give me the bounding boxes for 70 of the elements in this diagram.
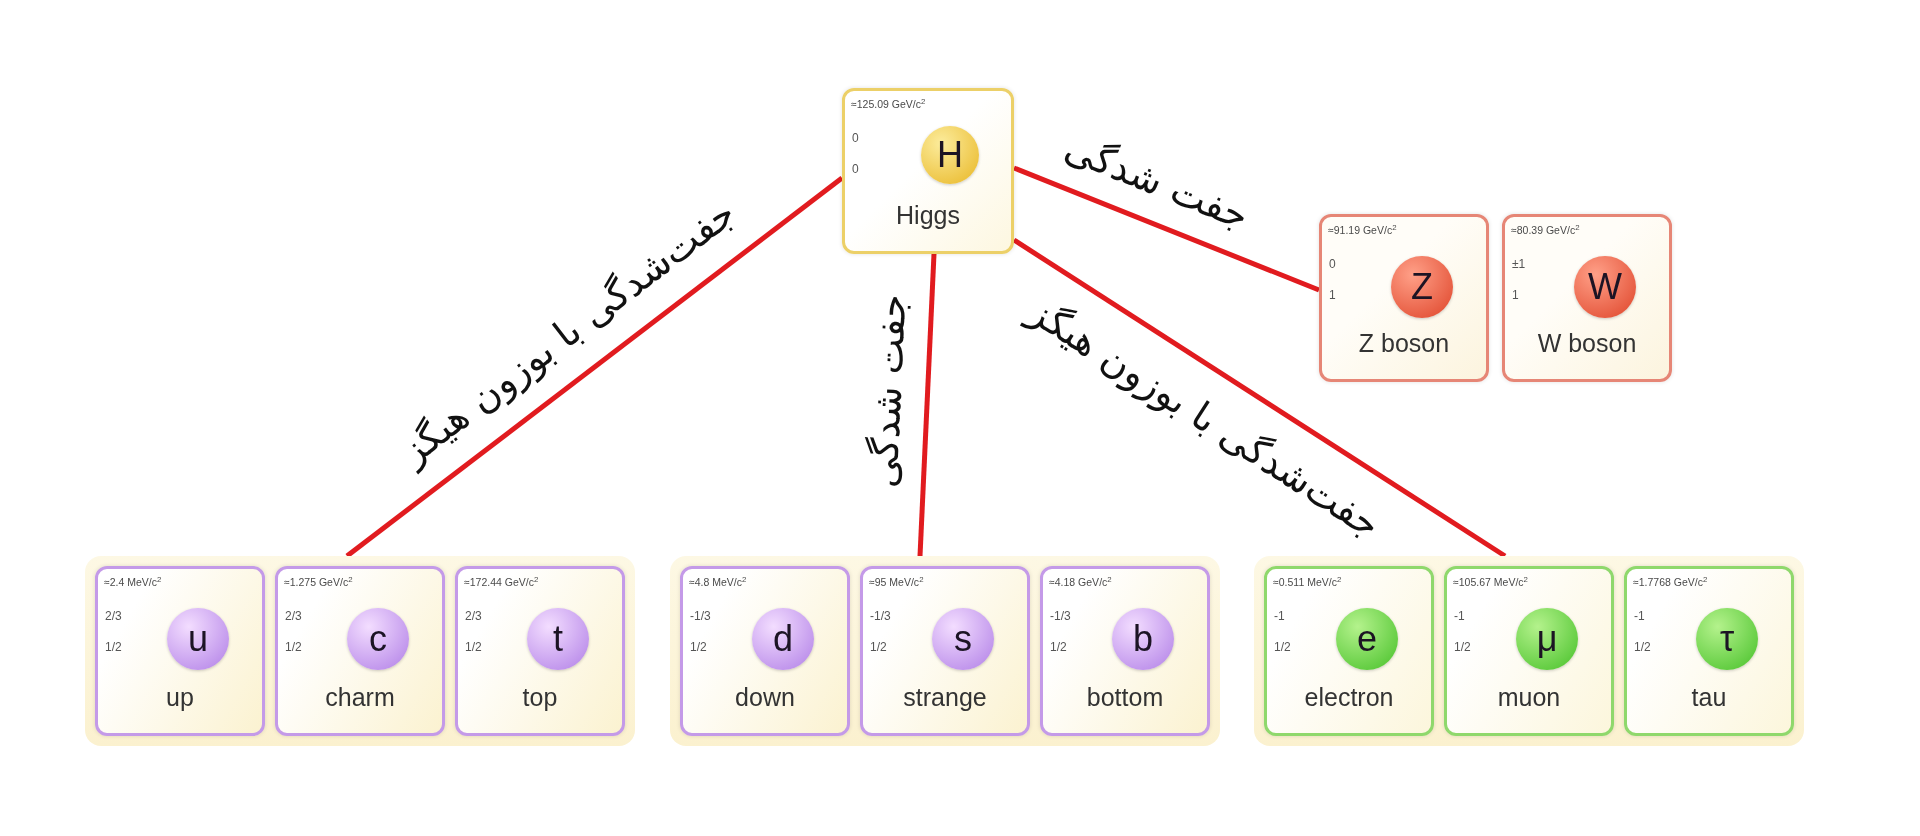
mass-value: ≈2.4 MeV/c$^{2}$ [104,576,162,589]
mass-value: ≈1.275 GeV/c$^{2}$ [284,576,353,589]
group-band [670,556,1220,746]
mass-value: ≈4.18 GeV/c$^{2}$ [1049,576,1112,589]
particle-card [95,566,265,736]
mass-value: ≈80.39 GeV/c$^{2}$ [1511,224,1580,237]
particle-name: charm [324,683,396,711]
particle-card [1444,566,1614,736]
charge-value: ±1 [1512,257,1526,272]
spin-value: 1/2 [1050,640,1068,655]
particle-name: down [734,683,796,711]
particle-name: top [521,683,559,711]
particle-name: W boson [1536,329,1638,357]
particle-name: electron [1303,683,1395,711]
spin-value: 1/2 [1454,640,1471,655]
particle-card [1040,566,1210,736]
charge-value: -1 [1274,609,1286,624]
mass-value: ≈105.67 MeV/c$^{2}$ [1453,576,1528,589]
mass-value: ≈1.7768 GeV/c$^{2}$ [1633,576,1708,589]
particle-name: up [165,683,195,711]
particle-card [680,566,850,736]
charge-value: 2/3 [105,609,122,624]
charge-value: -1 [1634,609,1646,624]
spin-value: 1 [1512,288,1520,303]
spin-value: 1/2 [690,640,708,655]
mass-value: ≈125.09 GeV/c$^{2}$ [851,98,926,111]
mass-value: ≈91.19 GeV/c$^{2}$ [1328,224,1397,237]
charge-value: 0 [1329,257,1336,272]
charge-value: 0 [852,131,859,146]
mass-value: ≈0.511 MeV/c$^{2}$ [1273,576,1342,589]
spin-value: 1 [1329,288,1336,303]
particle-card [1502,214,1672,382]
group-band [1254,556,1804,746]
particle-card [1319,214,1489,382]
particle-card [275,566,445,736]
coupling-line [345,176,844,558]
particle-name: bottom [1085,683,1165,711]
coupling-line [1013,165,1320,293]
particle-name: tau [1690,683,1728,711]
particle-card [842,88,1014,254]
spin-value: 0 [852,162,859,177]
spin-value: 1/2 [285,640,302,655]
mass-value: ≈172.44 GeV/c$^{2}$ [464,576,539,589]
spin-value: 1/2 [1274,640,1291,655]
spin-value: 1/2 [105,640,122,655]
particle-name: Higgs [895,201,961,229]
edge-label: جفت‌شدگی با بوزون هیگز [391,189,745,475]
charge-value: -1/3 [1050,609,1071,624]
group-band [85,556,635,746]
mass-value: ≈95 MeV/c$^{2}$ [869,576,924,589]
charge-value: -1 [1454,609,1466,624]
spin-value: 1/2 [465,640,482,655]
coupling-line [917,253,937,557]
particle-name: muon [1496,683,1562,711]
particle-name: Z boson [1357,329,1451,357]
charge-value: 2/3 [285,609,302,624]
particle-card [1264,566,1434,736]
spin-value: 1/2 [1634,640,1651,655]
charge-value: 2/3 [465,609,482,624]
edge-label: جفت شدگی [1058,124,1256,241]
charge-value: -1/3 [870,609,891,624]
particle-card [455,566,625,736]
charge-value: -1/3 [690,609,711,624]
particle-card [860,566,1030,736]
spin-value: 1/2 [870,640,888,655]
coupling-line [1012,237,1507,559]
mass-value: ≈4.8 MeV/c$^{2}$ [689,576,747,589]
edge-label: جفت شدگی [860,293,916,489]
particle-card [1624,566,1794,736]
particle-name: strange [902,683,988,711]
